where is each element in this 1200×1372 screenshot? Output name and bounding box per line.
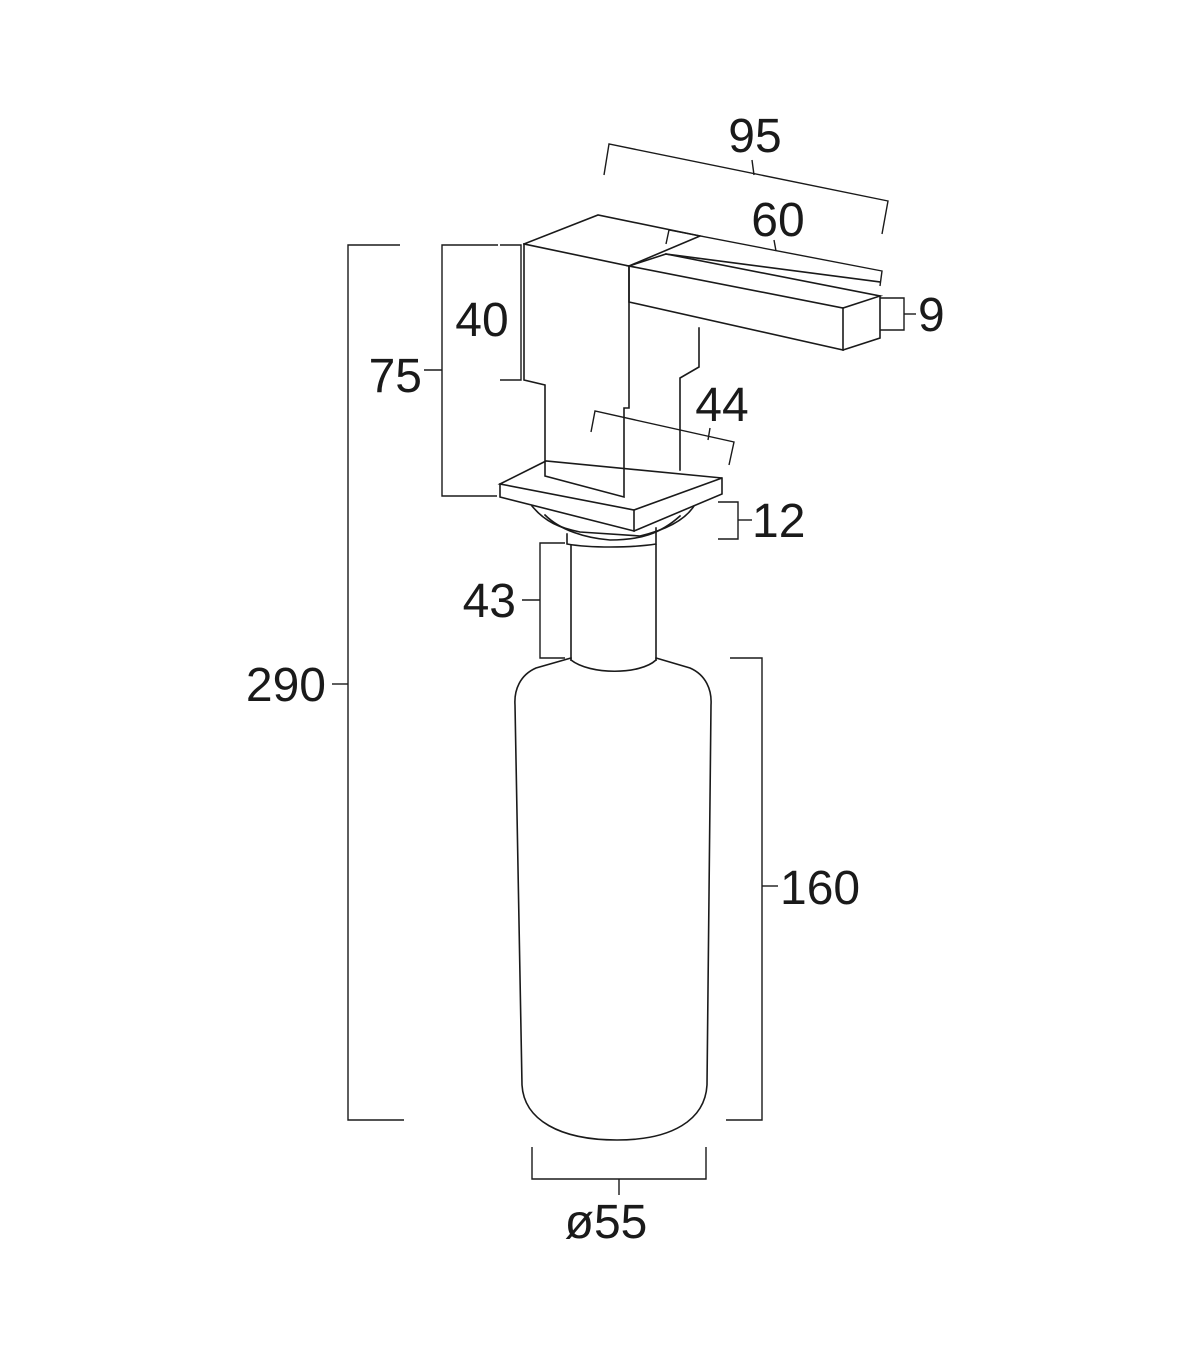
dim-label-bottle-height: 160 bbox=[780, 862, 860, 915]
spout-tip bbox=[841, 295, 881, 352]
dim-label-spout-total: 95 bbox=[728, 110, 781, 163]
collar-inner bbox=[543, 513, 682, 541]
spout-front-face bbox=[628, 265, 844, 351]
dim-label-head-total: 75 bbox=[369, 350, 422, 403]
dimension-lines bbox=[332, 143, 916, 1195]
dimension-labels: 95 60 9 40 75 44 12 43 290 160 ø55 bbox=[246, 110, 945, 1249]
bottle bbox=[514, 657, 712, 1141]
dim-label-base-thickness: 12 bbox=[752, 495, 805, 548]
dim-label-spout-thickness: 9 bbox=[918, 289, 945, 342]
spout-arm bbox=[625, 253, 884, 352]
dim-label-bottle-diameter: ø55 bbox=[565, 1196, 648, 1249]
head-front-face bbox=[523, 243, 630, 499]
dim-label-overall-height: 290 bbox=[246, 659, 326, 712]
collar-nut bbox=[566, 527, 657, 548]
dispenser-head bbox=[522, 214, 703, 499]
base-plate bbox=[497, 460, 723, 533]
dim-label-base-width: 44 bbox=[695, 379, 748, 432]
dim-line-95 bbox=[603, 143, 889, 235]
base-top-face bbox=[497, 460, 723, 511]
base-front-face bbox=[499, 483, 635, 533]
collar-outer bbox=[530, 504, 696, 537]
head-top-face bbox=[522, 214, 703, 267]
spout-top-face bbox=[625, 253, 884, 309]
dim-label-neck-length: 43 bbox=[463, 575, 516, 628]
head-right-side bbox=[679, 327, 700, 471]
dim-label-head-height: 40 bbox=[455, 294, 508, 347]
mounting-collar bbox=[530, 504, 696, 548]
spout-hidden-edge bbox=[665, 253, 881, 283]
neck-tube bbox=[569, 544, 658, 673]
dim-label-spout-arm: 60 bbox=[751, 194, 804, 247]
base-right-face bbox=[632, 477, 723, 533]
